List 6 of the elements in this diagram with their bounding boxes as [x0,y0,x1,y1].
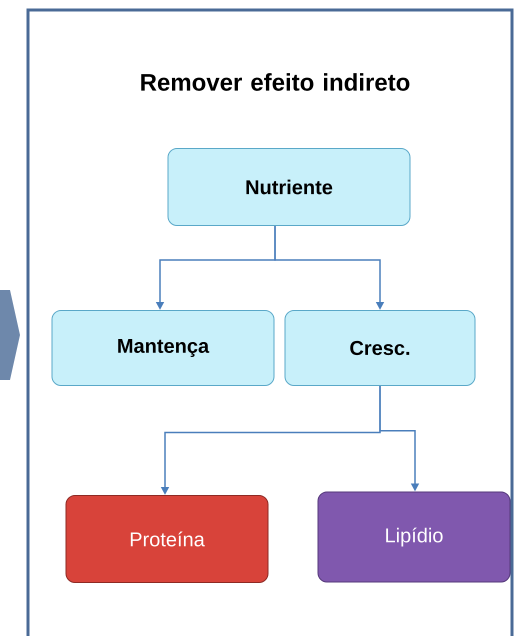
process-box: Nutriente [168,148,410,226]
process-box: Lipídio [318,492,510,582]
title: Remover efeito indireto [141,73,410,91]
process-box: Proteína [66,495,268,583]
process-box: Mantença [52,310,274,386]
process-box: Cresc. [284,310,476,386]
